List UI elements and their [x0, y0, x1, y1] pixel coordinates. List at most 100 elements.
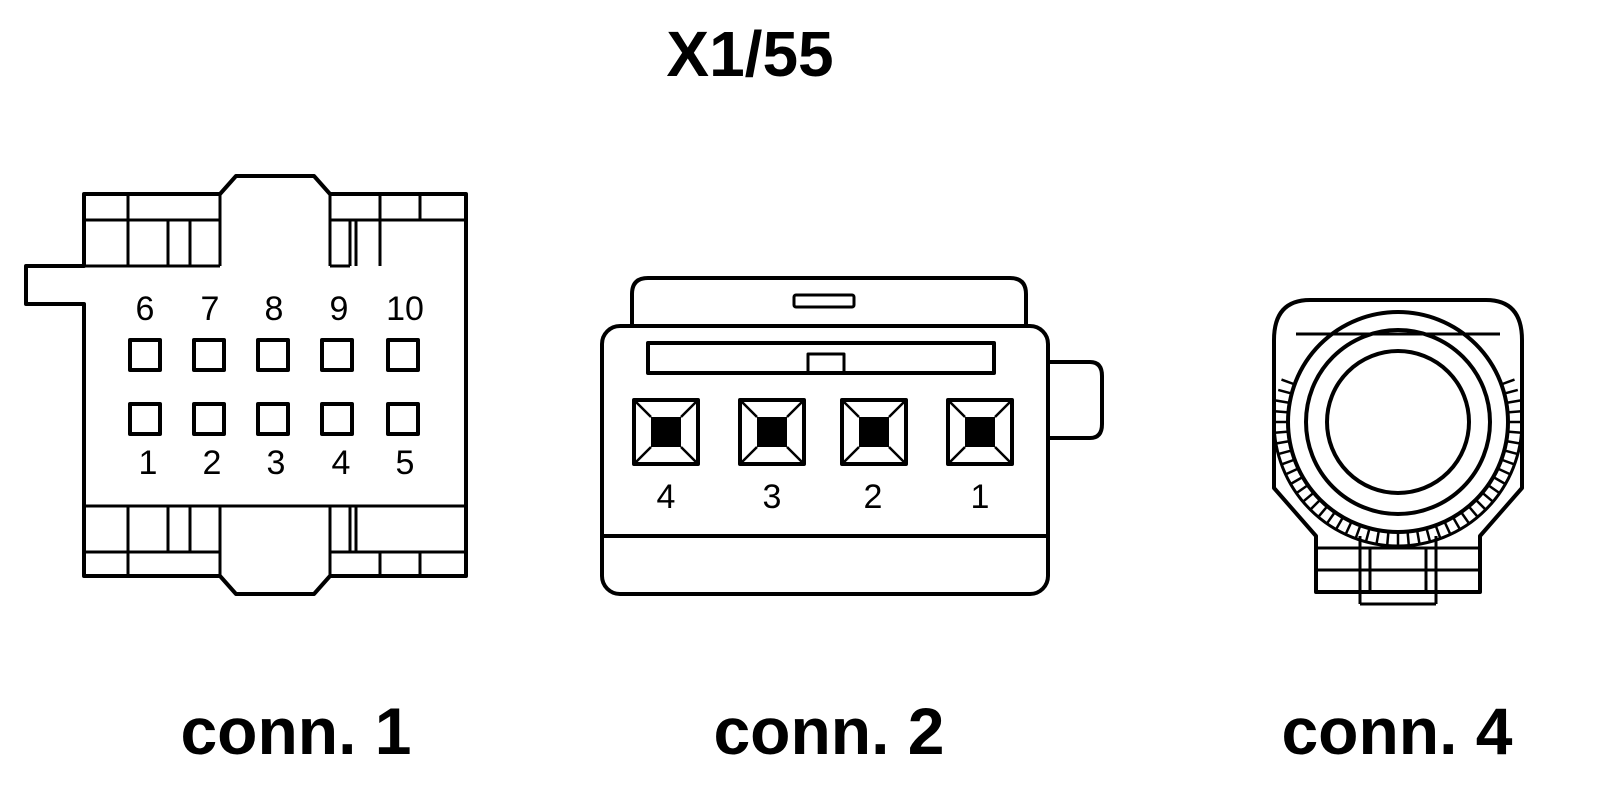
connector-1-pin-label: 2	[203, 444, 222, 482]
connector-1-pin-label: 9	[330, 290, 349, 328]
connector-4-knurl-tick	[1406, 531, 1411, 546]
connector-4-knurl-tick	[1503, 449, 1519, 456]
connector-4-knurl-edge	[1272, 421, 1524, 548]
connector-4-knurl-tick	[1385, 531, 1390, 546]
connector-4	[1272, 298, 1524, 606]
connector-1-pin-label: 1	[139, 444, 158, 482]
connector-1-top-right-ribs	[330, 194, 466, 266]
connector-4-bottom-lock	[1316, 536, 1480, 606]
connector-2-terminal	[632, 398, 700, 466]
connector-4-knurl-tick	[1497, 467, 1511, 476]
connector-4-knurl-tick	[1503, 388, 1519, 395]
connector-2-lock-tab	[806, 352, 846, 375]
connector-1-pin-label: 10	[386, 290, 424, 328]
connector-4-knurl-tick	[1354, 524, 1362, 539]
connector-1-cavity	[386, 402, 420, 436]
connector-2-terminal	[946, 398, 1014, 466]
connector-1-top-left-ribs	[84, 194, 220, 266]
connector-4-knurl-tick	[1451, 516, 1462, 531]
connector-2-side-latch	[1044, 360, 1104, 440]
connector-4-knurl-tick	[1289, 475, 1304, 486]
connector-1-cavity	[320, 402, 354, 436]
connector-4-knurl-tick	[1506, 439, 1521, 445]
connector-2-pin-label: 3	[763, 478, 782, 516]
connector-1-cavity	[320, 338, 354, 372]
connector-1-cavity	[128, 402, 162, 436]
connector-2-slot	[792, 293, 856, 309]
connector-4-housing	[1272, 298, 1524, 594]
connector-4-knurl-tick	[1277, 449, 1293, 456]
connector-1-cavity	[256, 402, 290, 436]
connector-1-cavity	[256, 338, 290, 372]
connector-1: 6 7 8 9 10 1 2 3 4 5	[24, 174, 468, 596]
connector-2-caption: conn. 2	[713, 694, 944, 768]
connector-1-pin-label: 5	[396, 444, 415, 482]
connector-1-pin-labels-top: 6 7 8 9 10	[136, 290, 424, 328]
connector-4-knurl-tick	[1281, 458, 1296, 466]
connector-2-pin-label: 2	[864, 478, 883, 516]
connector-1-bottom-right-ribs	[330, 506, 466, 576]
connector-1-pin-label: 7	[201, 290, 220, 328]
connector-2-rear-shell	[630, 276, 1028, 326]
connector-1-pin-label: 8	[265, 290, 284, 328]
connector-4-knurl-tick	[1281, 378, 1296, 386]
connector-4-knurl-tick	[1443, 521, 1452, 535]
connector-4-knurl-tick	[1275, 399, 1290, 405]
connector-1-cavity	[192, 338, 226, 372]
connector-1-bottom-left-ribs	[84, 506, 220, 576]
connector-1-top-latch	[218, 194, 332, 266]
connector-4-middle-ring	[1304, 328, 1492, 516]
connector-2: 4 3 2 1	[600, 276, 1104, 596]
connector-1-cavity	[192, 402, 226, 436]
connector-1-pin-label: 4	[332, 444, 351, 482]
connector-4-knurl-tick	[1492, 475, 1507, 486]
connector-4-knurl-tick	[1277, 388, 1293, 395]
connector-4-knurl-tick	[1309, 498, 1322, 511]
connector-4-knurl-tick	[1274, 430, 1289, 435]
connector-4-knurl-tick	[1500, 458, 1515, 466]
connector-2-pin-label: 1	[971, 478, 990, 516]
connector-4-knurl-tick	[1344, 521, 1353, 535]
connector-4-knurl-tick	[1285, 467, 1299, 476]
connector-4-knurl-tick	[1317, 505, 1329, 518]
connector-1-pin-label: 3	[267, 444, 286, 482]
connector-4-knurl-tick	[1415, 530, 1421, 545]
connector-4-knurl-tick	[1460, 511, 1471, 525]
connector-4-knurl-tick	[1481, 491, 1494, 503]
connector-1-housing	[24, 174, 468, 596]
connector-4-caption: conn. 4	[1281, 694, 1512, 768]
connector-2-terminal	[840, 398, 908, 466]
connector-4-outer-ring	[1286, 310, 1510, 534]
connector-4-knurled-ring	[1272, 378, 1524, 548]
connector-4-knurl-tick	[1325, 511, 1336, 525]
connector-4-knurl-tick	[1302, 491, 1315, 503]
connector-2-pin-label: 4	[657, 478, 676, 516]
diagram-title: X1/55	[666, 18, 833, 90]
connector-4-knurl-tick	[1364, 527, 1371, 543]
connector-4-knurl-tick	[1474, 498, 1487, 511]
connector-1-cavity	[128, 338, 162, 372]
connector-1-caption: conn. 1	[180, 694, 411, 768]
connector-4-knurl-tick	[1334, 516, 1345, 531]
connector-1-top-inner-edge	[84, 220, 382, 268]
connector-4-socket	[1325, 349, 1471, 495]
connector-2-terminals	[632, 398, 1014, 466]
connector-1-cavity	[386, 338, 420, 372]
connector-4-knurl-tick	[1425, 527, 1432, 543]
connector-1-pin-labels-bottom: 1 2 3 4 5	[139, 444, 415, 482]
connector-2-housing	[600, 324, 1050, 596]
connector-4-knurl-tick	[1507, 409, 1522, 414]
connector-2-terminal	[738, 398, 806, 466]
connector-4-knurl-tick	[1467, 505, 1479, 518]
connector-4-knurl-tick	[1434, 524, 1442, 539]
connector-4-knurl-tick	[1375, 530, 1381, 545]
connector-4-knurl-tick	[1506, 399, 1521, 405]
connector-1-cavities	[128, 338, 420, 436]
connector-4-knurl-tick	[1274, 409, 1289, 414]
connector-1-pin-label: 6	[136, 290, 155, 328]
connector-1-bottom-latch	[84, 504, 466, 576]
connector-4-knurl-tick	[1295, 484, 1309, 495]
connector-4-knurl-tick	[1275, 439, 1290, 445]
connector-4-knurl-tick	[1500, 378, 1515, 386]
